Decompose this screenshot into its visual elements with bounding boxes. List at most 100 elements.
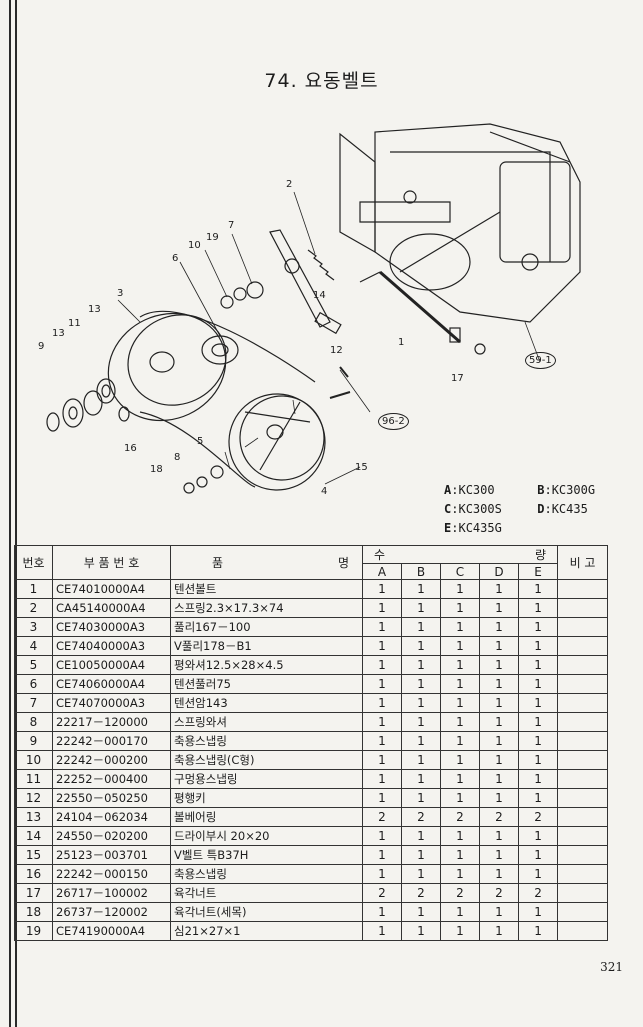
callout-18: 18 [150, 464, 163, 475]
bearing-stack [46, 281, 264, 494]
quantity-cell: 1 [362, 864, 402, 884]
quantity-cell: 1 [362, 731, 402, 751]
quantity-cell: 1 [440, 617, 480, 637]
quantity-cell: 1 [401, 826, 441, 846]
part-name: 육각너트(세목) [170, 902, 363, 922]
part-number: CE74010000A4 [52, 579, 171, 599]
header-col-a: A [362, 563, 402, 580]
quantity-cell: 1 [401, 693, 441, 713]
quantity-cell: 1 [517, 636, 559, 656]
part-name: 볼베어링 [170, 807, 363, 827]
remark-cell [557, 655, 609, 675]
binding-line-outer [9, 0, 11, 1027]
part-number: 22550－050250 [52, 788, 171, 808]
callout-14: 14 [313, 290, 326, 301]
row-number: 6 [14, 674, 53, 694]
nut-shape [474, 343, 486, 355]
quantity-cell: 1 [517, 693, 559, 713]
quantity-cell: 1 [362, 845, 402, 865]
quantity-cell: 1 [362, 655, 402, 675]
quantity-cell: 2 [517, 883, 559, 903]
callout-13-b: 13 [52, 328, 65, 339]
quantity-cell: 1 [440, 712, 480, 732]
callout-4: 4 [321, 486, 328, 497]
quantity-cell: 1 [517, 579, 559, 599]
callout-1: 1 [398, 337, 405, 348]
part-name: 드라이부시 20×20 [170, 826, 363, 846]
quantity-cell: 1 [440, 674, 480, 694]
key-bolt [329, 366, 351, 399]
legend-c: C:KC300S [444, 502, 502, 516]
tension-bolt [379, 270, 461, 344]
quantity-cell: 1 [401, 788, 441, 808]
callout-15: 15 [355, 462, 368, 473]
quantity-cell: 1 [401, 864, 441, 884]
quantity-cell: 1 [479, 579, 519, 599]
callout-17: 17 [451, 373, 464, 384]
header-col-c: C [440, 563, 480, 580]
remark-cell [557, 902, 609, 922]
binding-line-inner [15, 0, 17, 1027]
remark-cell [557, 807, 609, 827]
quantity-cell: 1 [440, 845, 480, 865]
quantity-cell: 1 [479, 712, 519, 732]
legend-a: A:KC300 [444, 483, 495, 497]
quantity-cell: 1 [517, 731, 559, 751]
quantity-cell: 1 [479, 902, 519, 922]
part-number: 25123－003701 [52, 845, 171, 865]
remark-cell [557, 598, 609, 618]
legend-d: D:KC435 [537, 502, 588, 516]
quantity-cell: 1 [362, 750, 402, 770]
quantity-cell: 1 [362, 617, 402, 637]
callout-12: 12 [330, 345, 343, 356]
quantity-cell: 1 [517, 845, 559, 865]
v-pulley-4-shape [228, 393, 326, 491]
part-name: 스프링2.3×17.3×74 [170, 598, 363, 618]
quantity-cell: 1 [362, 902, 402, 922]
part-name: 텐션풀러75 [170, 674, 363, 694]
remark-cell [557, 826, 609, 846]
quantity-cell: 1 [479, 845, 519, 865]
row-number: 9 [14, 731, 53, 751]
remark-cell [557, 864, 609, 884]
part-name: 축용스냅링(C형) [170, 750, 363, 770]
quantity-cell: 1 [401, 636, 441, 656]
quantity-cell: 1 [479, 731, 519, 751]
remark-cell [557, 674, 609, 694]
quantity-cell: 1 [440, 731, 480, 751]
row-number: 5 [14, 655, 53, 675]
model-legend: A:KC300 B:KC300G C:KC300S D:KC435 E:KC43… [444, 481, 623, 538]
remark-cell [557, 845, 609, 865]
quantity-cell: 2 [362, 807, 402, 827]
quantity-cell: 1 [517, 750, 559, 770]
quantity-cell: 1 [440, 598, 480, 618]
page-number: 321 [600, 960, 623, 974]
quantity-cell: 1 [440, 636, 480, 656]
remark-cell [557, 693, 609, 713]
quantity-cell: 1 [517, 598, 559, 618]
part-name: 텐션암143 [170, 693, 363, 713]
quantity-cell: 1 [362, 636, 402, 656]
quantity-cell: 1 [479, 750, 519, 770]
leader-lines [117, 191, 541, 485]
exploded-diagram [46, 123, 581, 494]
remark-cell [557, 769, 609, 789]
callout-2: 2 [286, 179, 293, 190]
row-number: 19 [14, 921, 53, 941]
quantity-cell: 1 [401, 579, 441, 599]
quantity-cell: 1 [479, 617, 519, 637]
row-number: 11 [14, 769, 53, 789]
quantity-cell: 1 [362, 693, 402, 713]
row-number: 7 [14, 693, 53, 713]
row-number: 16 [14, 864, 53, 884]
pulley-3-shape [107, 312, 227, 422]
